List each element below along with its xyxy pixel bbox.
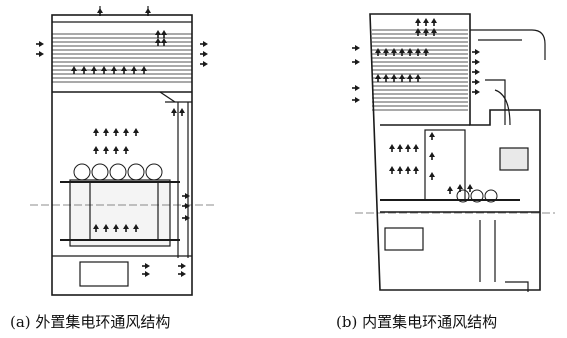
diagram-a-slip-rings	[73, 163, 163, 181]
diagram-a-cooler-fins	[52, 33, 192, 83]
diagram-b-housing	[369, 13, 541, 291]
caption-a: (a) 外置集电环通风结构	[10, 313, 171, 331]
caption-b: (b) 内置集电环通风结构	[336, 313, 498, 331]
diagram-b-internal-slip-ring	[355, 13, 555, 292]
diagram-a-housing	[51, 14, 193, 296]
diagram-a-external-slip-ring	[30, 6, 215, 296]
figure-drawing	[30, 6, 555, 296]
diagram-b-cooler-fins	[372, 29, 468, 111]
diagram-b-slip-ring	[456, 189, 498, 203]
